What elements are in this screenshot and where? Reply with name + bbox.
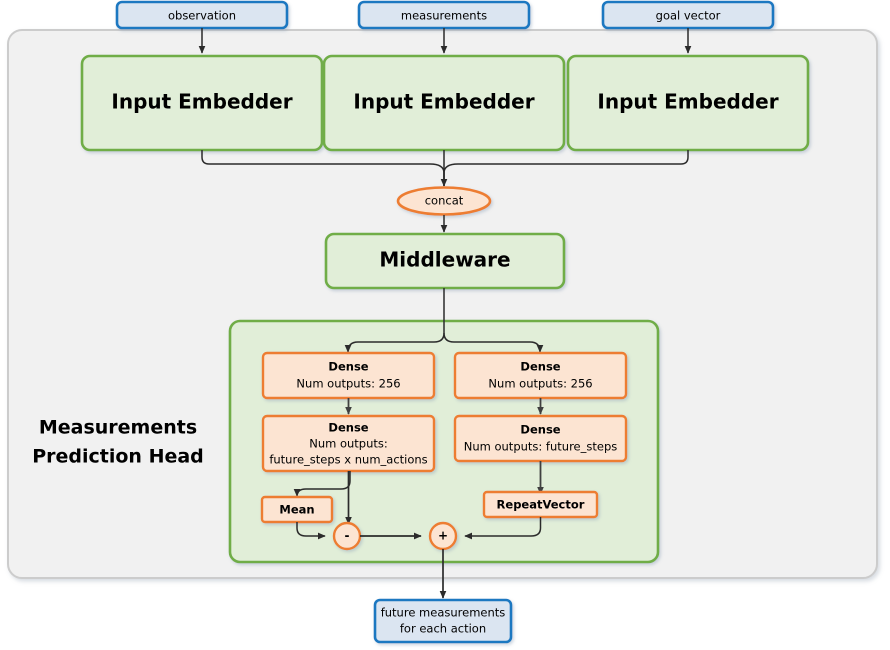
right-dense-2-title: Dense bbox=[520, 423, 560, 437]
input-box-observation[interactable]: observation bbox=[115, 0, 289, 30]
left-branch-dense-2[interactable]: Dense Num outputs: future_steps x num_ac… bbox=[261, 414, 436, 473]
mean-label: Mean bbox=[279, 503, 314, 517]
output-label-line-1: future measurements bbox=[381, 606, 506, 620]
input-embedder-1[interactable]: Input Embedder bbox=[80, 54, 324, 152]
output-box-future-measurements[interactable]: future measurements for each action bbox=[373, 598, 513, 644]
left-dense-1-subtitle: Num outputs: 256 bbox=[296, 377, 400, 391]
output-label-line-2: for each action bbox=[400, 622, 486, 636]
input-box-measurements[interactable]: measurements bbox=[357, 0, 531, 30]
concat-node[interactable]: concat bbox=[396, 186, 492, 216]
split-lines-middleware-to-branches bbox=[344, 288, 544, 353]
left-dense-2-title: Dense bbox=[328, 421, 368, 435]
input-embedder-1-label: Input Embedder bbox=[111, 90, 292, 114]
head-title-line-2: Prediction Head bbox=[32, 446, 204, 468]
input-embedder-2[interactable]: Input Embedder bbox=[322, 54, 566, 152]
repeat-vector-node[interactable]: RepeatVector bbox=[482, 490, 599, 519]
mean-node[interactable]: Mean bbox=[260, 495, 334, 524]
left-branch-dense-1[interactable]: Dense Num outputs: 256 bbox=[261, 351, 436, 400]
arrow-repeatvector-to-add bbox=[464, 517, 542, 540]
input-label-measurements: measurements bbox=[401, 9, 487, 23]
input-embedder-3-label: Input Embedder bbox=[597, 90, 778, 114]
input-label-goal-vector: goal vector bbox=[656, 9, 721, 23]
measurements-prediction-head-title: Measurements Prediction Head bbox=[32, 417, 204, 468]
right-branch-dense-2[interactable]: Dense Num outputs: future_steps bbox=[453, 414, 628, 463]
input-embedder-3[interactable]: Input Embedder bbox=[566, 54, 810, 152]
left-dense-2-subtitle-line-1: Num outputs: bbox=[309, 437, 388, 451]
concat-label: concat bbox=[425, 194, 464, 208]
input-label-observation: observation bbox=[168, 9, 236, 23]
merge-lines-embedders-to-concat bbox=[201, 150, 689, 187]
repeat-vector-label: RepeatVector bbox=[497, 498, 585, 512]
arrow-mean-to-minus bbox=[296, 522, 326, 540]
add-operator-label: + bbox=[438, 529, 448, 543]
subtract-operator-label: - bbox=[345, 529, 350, 543]
subtract-operator-node[interactable]: - bbox=[332, 521, 362, 551]
right-dense-2-subtitle: Num outputs: future_steps bbox=[464, 440, 618, 454]
right-dense-1-subtitle: Num outputs: 256 bbox=[488, 377, 592, 391]
input-box-goal-vector[interactable]: goal vector bbox=[601, 0, 775, 30]
add-operator-node[interactable]: + bbox=[428, 521, 458, 551]
right-branch-dense-1[interactable]: Dense Num outputs: 256 bbox=[453, 351, 628, 400]
middleware-label: Middleware bbox=[379, 248, 510, 272]
right-dense-1-title: Dense bbox=[520, 360, 560, 374]
input-embedder-2-label: Input Embedder bbox=[353, 90, 534, 114]
left-dense-1-title: Dense bbox=[328, 360, 368, 374]
head-title-line-1: Measurements bbox=[39, 417, 197, 439]
middleware-node[interactable]: Middleware bbox=[324, 232, 566, 290]
left-dense-2-subtitle-line-2: future_steps x num_actions bbox=[269, 453, 427, 467]
arrow-left-dense2-to-mean bbox=[293, 471, 351, 497]
